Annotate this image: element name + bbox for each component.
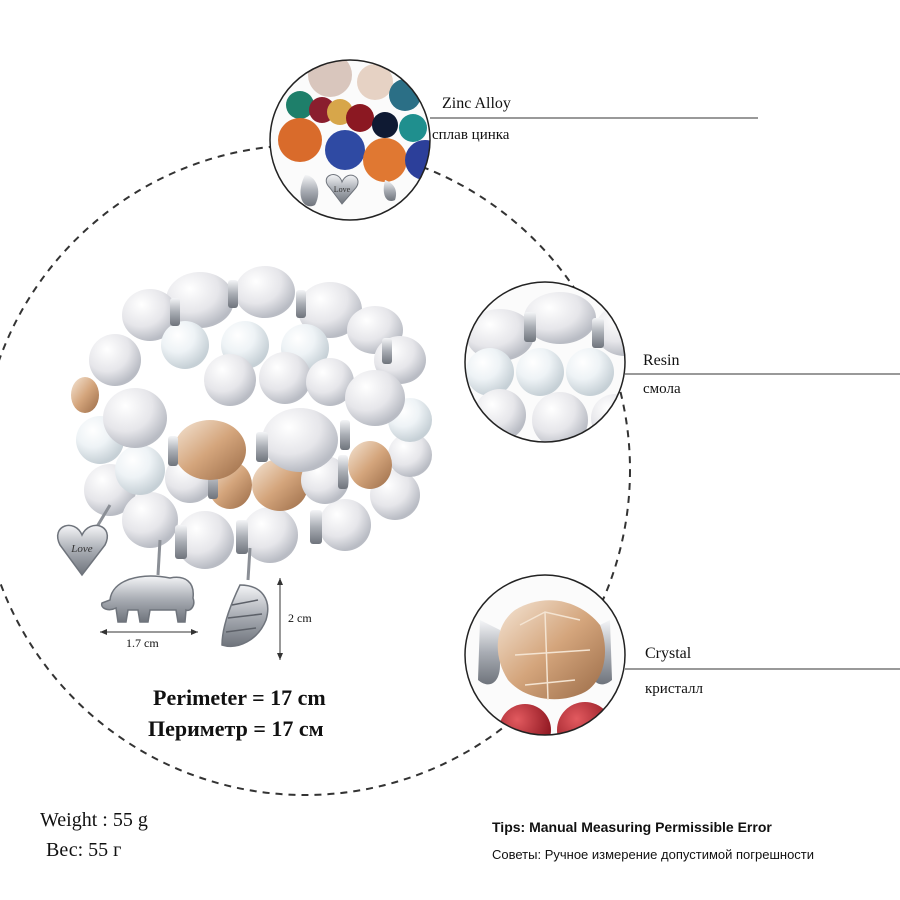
zoom-circle-resin bbox=[464, 281, 626, 443]
material-label-resin: Resin bbox=[643, 352, 680, 369]
width-dimension-label: 1.7 cm bbox=[126, 636, 159, 650]
material-label-crystal: Crystal bbox=[645, 645, 692, 662]
width-dimension-arrow bbox=[100, 629, 198, 635]
wing-charm bbox=[221, 547, 269, 647]
perimeter-label-ru: Периметр = 17 см bbox=[148, 716, 324, 741]
height-dimension-label: 2 cm bbox=[288, 611, 312, 625]
heart-charm: Love bbox=[57, 504, 112, 577]
material-label-zinc-alloy-ru: сплав цинка bbox=[432, 127, 510, 143]
height-dimension-arrow bbox=[277, 578, 283, 660]
material-label-crystal-ru: кристалл bbox=[645, 681, 703, 697]
weight-label: Weight : 55 g bbox=[40, 809, 148, 831]
bracelet-image: Love bbox=[57, 266, 432, 647]
zoom-circle-crystal bbox=[464, 574, 626, 736]
bracelet-strand-top bbox=[89, 266, 426, 480]
perimeter-label: Perimeter = 17 cm bbox=[153, 685, 326, 710]
svg-text:Love: Love bbox=[70, 543, 93, 555]
weight-label-ru: Вес: 55 г bbox=[46, 839, 122, 861]
material-label-zinc-alloy: Zinc Alloy bbox=[442, 95, 511, 112]
tips-label: Tips: Manual Measuring Permissible Error bbox=[492, 819, 772, 835]
elephant-charm bbox=[100, 539, 195, 623]
tips-label-ru: Советы: Ручное измерение допустимой погр… bbox=[492, 847, 815, 862]
material-label-resin-ru: смола bbox=[643, 381, 681, 397]
zoom-circle-zinc-alloy: Love bbox=[269, 59, 431, 221]
svg-text:Love: Love bbox=[334, 185, 351, 194]
outline-dashed-circle bbox=[0, 144, 631, 796]
